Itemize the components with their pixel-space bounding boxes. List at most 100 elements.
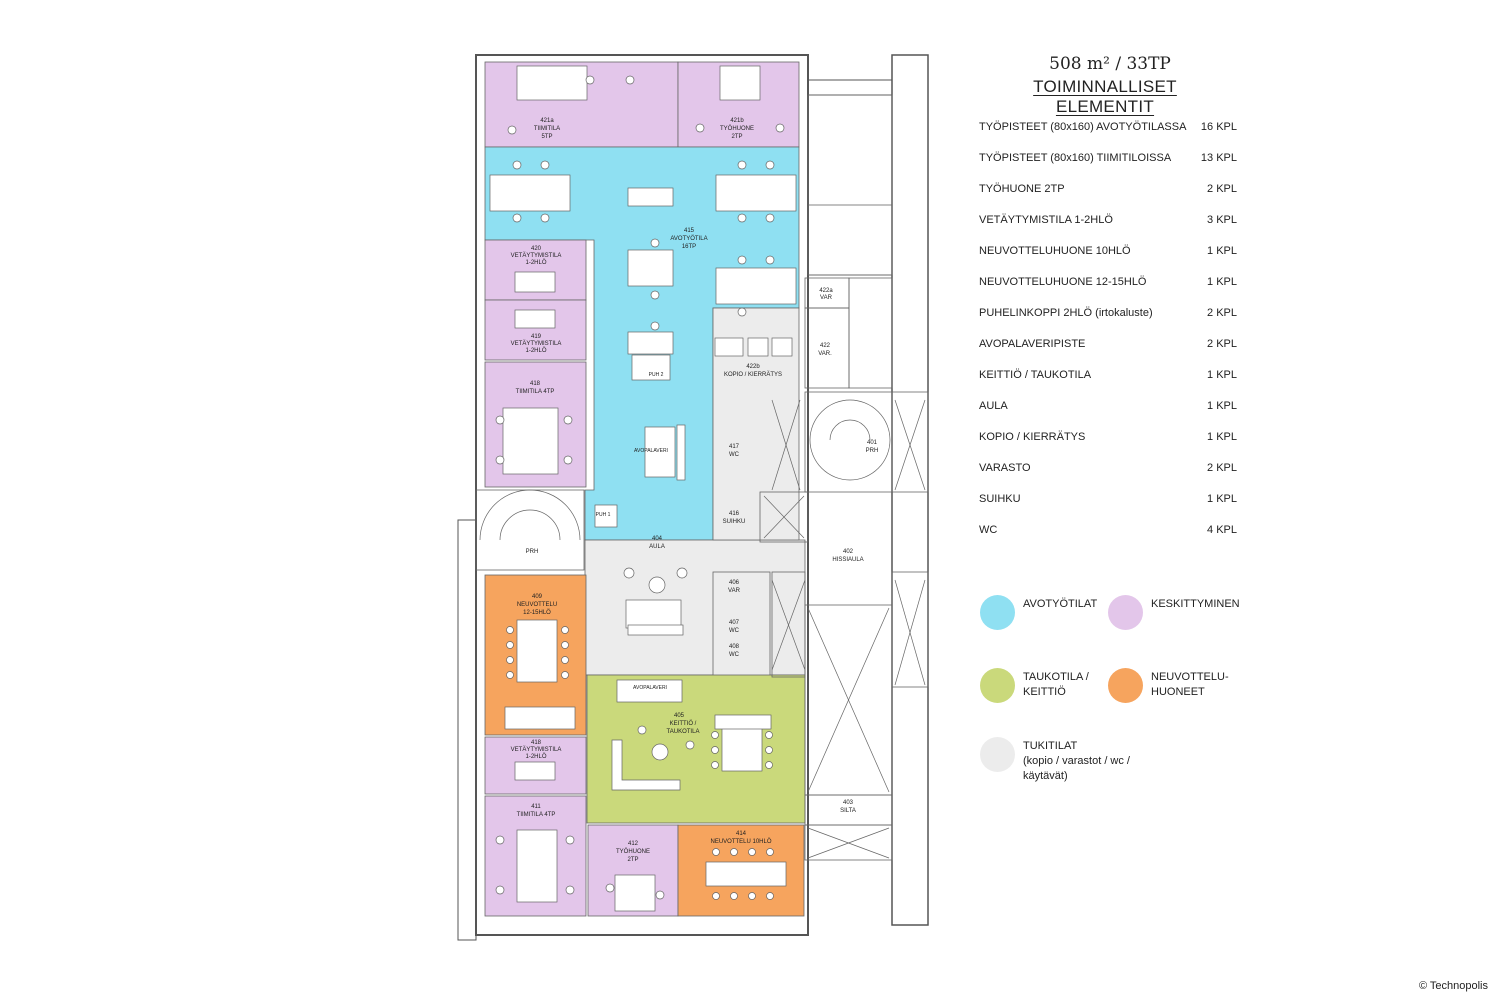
label-409-name: NEUVOTTELU [517,602,557,608]
legend-avotyotilat: AVOTYÖTILAT [980,595,1097,630]
element-row: TYÖPISTEET (80x160) TIIMITILOISSA 13 KPL [979,151,1237,182]
label-420-cap: 1-2HLÖ [525,259,546,266]
element-label: KEITTIÖ / TAUKOTILA [979,369,1092,381]
label-402-name: HISSIAULA [832,557,863,563]
desks [489,65,797,912]
label-puh1: PUH 1 [596,512,611,518]
label-421b-cap: 2TP [731,134,742,140]
element-count: 1 KPL [1207,369,1237,381]
label-421b-name: TYÖHUONE [720,125,754,132]
element-row: TYÖPISTEET (80x160) AVOTYÖTILASSA 16 KPL [979,120,1237,151]
label-420-name: VETÄYTYMISTILA [511,252,562,259]
element-label: SUIHKU [979,493,1021,505]
label-406-name: VAR [728,588,741,594]
legend-swatch [980,668,1015,703]
element-label: NEUVOTTELUHUONE 10HLÖ [979,245,1131,257]
element-row: SUIHKU 1 KPL [979,492,1237,523]
element-count: 4 KPL [1207,524,1237,536]
label-411-name: TIIMITILA 4TP [517,812,556,818]
element-row: KEITTIÖ / TAUKOTILA 1 KPL [979,368,1237,399]
label-403-name: SILTA [840,808,856,814]
label-401-num: 401 [867,440,878,446]
label-419-name: VETÄYTYMISTILA [511,340,562,347]
label-prh: PRH [526,549,539,555]
legend-label: NEUVOTTELU- HUONEET [1151,671,1229,698]
stairs [479,399,891,541]
label-puh2: PUH 2 [649,372,664,378]
element-label: AVOPALAVERIPISTE [979,338,1086,350]
label-414-name: NEUVOTTELU 10HLÖ [710,838,771,845]
label-418b-cap: 1-2HLÖ [525,753,546,760]
label-417-name: WC [729,452,740,458]
element-count: 2 KPL [1207,183,1237,195]
label-421a-num: 421a [540,118,554,124]
element-row: PUHELINKOPPI 2HLÖ (irtokaluste)2 KPL [979,306,1237,337]
label-408-name: WC [729,652,740,658]
label-416-num: 416 [729,511,740,517]
label-422b-num: 422b [746,364,760,370]
copyright-notice: © Technopolis [1418,980,1488,992]
label-422a-name: VAR [820,295,833,301]
element-count: 1 KPL [1207,493,1237,505]
label-421a-name: TIIMITILA [534,126,560,132]
label-402-num: 402 [843,549,854,555]
label-422-name: VAR. [818,351,832,357]
legend-label: TUKITILAT (kopio / varastot / wc / käytä… [1023,740,1130,782]
element-count: 2 KPL [1207,462,1237,474]
legend-swatch [1108,595,1143,630]
element-label: TYÖPISTEET (80x160) TIIMITILOISSA [979,152,1172,164]
element-row: KOPIO / KIERRÄTYS 1 KPL [979,430,1237,461]
legend-neuvotteluhuoneet: NEUVOTTELU- HUONEET [1108,668,1229,703]
element-count: 2 KPL [1207,338,1237,350]
label-404-name: AULA [649,544,665,550]
label-401-name: PRH [866,448,879,454]
legend-swatch [980,737,1015,772]
label-avopalaveri-2: AVOPALAVERI [633,685,667,691]
legend-label: AVOTYÖTILAT [1023,598,1098,610]
element-count: 2 KPL [1207,307,1237,319]
element-count: 1 KPL [1207,276,1237,288]
legend-keskittyminen: KESKITTYMINEN [1108,595,1240,630]
label-420-num: 420 [531,246,542,252]
legend-swatch [980,595,1015,630]
label-404-num: 404 [652,536,663,542]
legend-label: TAUKOTILA / KEITTIÖ [1023,671,1089,698]
element-count: 16 KPL [1200,121,1237,133]
element-count: 13 KPL [1200,152,1237,164]
element-label: AULA [979,400,1008,412]
label-409-num: 409 [532,594,543,600]
element-label: TYÖPISTEET (80x160) AVOTYÖTILASSA [979,121,1187,133]
legend-taukotila: TAUKOTILA / KEITTIÖ [980,668,1089,703]
label-avopalaveri-1: AVOPALAVERI [634,448,668,454]
label-407-name: WC [729,628,740,634]
label-418a-num: 418 [530,381,541,387]
element-label: WC [979,524,998,536]
label-412-name: TYÖHUONE [616,848,650,855]
shaft-crosses [763,399,926,859]
label-403-num: 403 [843,800,854,806]
element-label: KOPIO / KIERRÄTYS [979,431,1086,443]
label-412-num: 412 [628,841,639,847]
label-419-cap: 1-2HLÖ [525,347,546,354]
element-count: 1 KPL [1207,431,1237,443]
element-count: 3 KPL [1207,214,1237,226]
label-415-name: AVOTYÖTILA [670,235,707,242]
label-405-name: KEITTIÖ / [670,720,697,727]
service-walls [475,94,929,861]
label-418b-name: VETÄYTYMISTILA [511,746,562,753]
label-408-num: 408 [729,644,740,650]
label-416-name: SUIHKU [723,519,746,525]
label-411-num: 411 [531,804,541,810]
element-label: NEUVOTTELUHUONE 12-15HLÖ [979,276,1147,288]
label-422-num: 422 [820,343,831,349]
label-407-num: 407 [729,620,740,626]
label-422a-num: 422a [819,288,833,294]
chairs [495,75,785,900]
legend-tukitilat: TUKITILAT (kopio / varastot / wc / käytä… [980,737,1130,784]
